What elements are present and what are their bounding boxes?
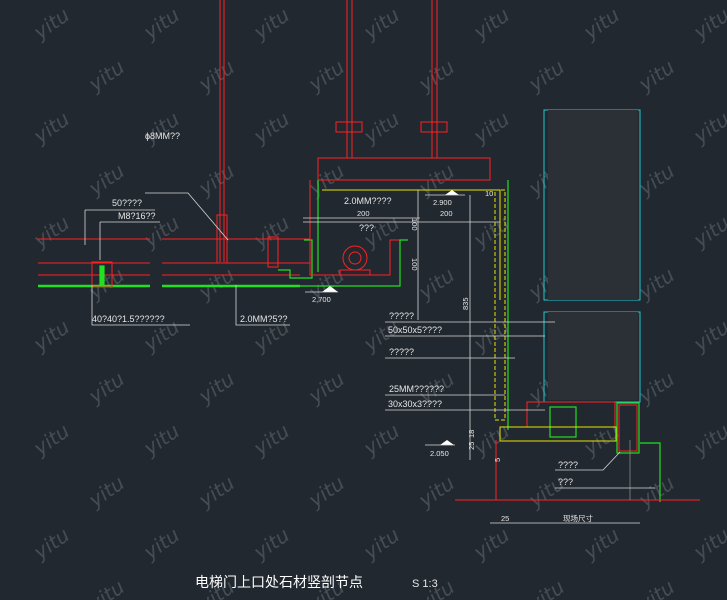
level-2050: 2.050 — [430, 449, 449, 458]
wall-and-stone — [455, 109, 700, 502]
label-motor: ??? — [359, 223, 374, 233]
watermark-text: yitu — [83, 263, 129, 305]
dim-25: 25 — [467, 442, 476, 450]
dim-835: 835 — [461, 297, 470, 310]
label-plate-left: 2.0MM?5?? — [240, 314, 288, 324]
watermark-text: yitu — [193, 55, 239, 97]
watermark-text: yitu — [83, 159, 129, 201]
watermark-text: yitu — [358, 419, 404, 461]
watermark-text: yitu — [28, 3, 74, 45]
watermark-text: yitu — [578, 3, 624, 45]
watermark-text: yitu — [28, 315, 74, 357]
label-plate-top: 2.0MM???? — [344, 196, 392, 206]
watermark-text: yitu — [248, 211, 294, 253]
label-1: ????? — [389, 311, 414, 321]
watermark-text: yitu — [468, 419, 514, 461]
watermark-text: yitu — [28, 107, 74, 149]
watermark-text: yitu — [193, 471, 239, 513]
watermark-text: yitu — [248, 3, 294, 45]
watermark-text: yitu — [688, 3, 727, 45]
watermark-text: yitu — [138, 107, 184, 149]
label-tube: 40?40?1.5?????? — [92, 314, 165, 324]
label-3: ????? — [389, 347, 414, 357]
dim-200b: 200 — [440, 209, 453, 218]
label-7: ??? — [558, 477, 573, 487]
watermark-text: yitu — [248, 523, 294, 565]
watermark-text: yitu — [83, 575, 129, 600]
level-2700: 2.700 — [312, 295, 331, 304]
label-rod: ϕ8MM?? — [145, 131, 180, 141]
watermark-text: yitu — [83, 367, 129, 409]
watermark-text: yitu — [633, 55, 679, 97]
watermark-text: yitu — [688, 315, 727, 357]
watermark-text: yitu — [248, 419, 294, 461]
leader-lines — [84, 190, 655, 524]
watermark-text: yitu — [523, 55, 569, 97]
watermark-text: yitu — [468, 523, 514, 565]
watermark-text: yitu — [633, 471, 679, 513]
watermark-text: yitu — [28, 523, 74, 565]
dim-5: 5 — [493, 458, 502, 462]
watermark-text: yitu — [303, 367, 349, 409]
level-2900: 2.900 — [433, 198, 452, 207]
watermark-text: yitu — [688, 211, 727, 253]
watermark-text: yitu — [413, 471, 459, 513]
dim-200a: 200 — [357, 209, 370, 218]
watermark-text: yitu — [138, 419, 184, 461]
watermark-text: yitu — [688, 419, 727, 461]
watermark-text: yitu — [358, 523, 404, 565]
watermark-text: yitu — [633, 575, 679, 600]
watermark-text: yitu — [468, 3, 514, 45]
watermark-text: yitu — [303, 55, 349, 97]
watermark-text: yitu — [578, 523, 624, 565]
watermark-text: yitu — [83, 471, 129, 513]
watermark-text: yitu — [28, 419, 74, 461]
watermark-text: yitu — [248, 107, 294, 149]
dim-100b: 100 — [410, 258, 419, 271]
drawing-title: 电梯门上口处石材竖剖节点 — [195, 575, 363, 591]
watermark-text: yitu — [303, 471, 349, 513]
watermark-text: yitu — [138, 3, 184, 45]
watermark-text: yitu — [28, 211, 74, 253]
watermark-text: yitu — [83, 55, 129, 97]
watermark-text: yitu — [193, 367, 239, 409]
watermark-text: yitu — [413, 263, 459, 305]
watermark-text: yitu — [468, 211, 514, 253]
watermark-text: yitu — [523, 575, 569, 600]
dim-25b: 25 — [501, 514, 509, 523]
dim-10: 10 — [485, 189, 493, 198]
label-bolt: M8?16?? — [118, 211, 156, 221]
watermark-text: yitu — [688, 523, 727, 565]
watermark-text: yitu — [138, 523, 184, 565]
label-6: ???? — [558, 460, 578, 470]
label-5: 30x30x3???? — [388, 399, 442, 409]
watermark-text: yitu — [358, 107, 404, 149]
label-angle50: 50???? — [112, 198, 142, 208]
watermark-text: yitu — [468, 107, 514, 149]
watermark-text: yitu — [688, 107, 727, 149]
ceiling-structure — [38, 180, 501, 300]
watermark-text: yitu — [358, 3, 404, 45]
dim-18: 18 — [467, 430, 476, 438]
watermark-text: yitu — [193, 263, 239, 305]
drawing-scale: S 1:3 — [412, 578, 438, 590]
watermark-text: yitu — [413, 55, 459, 97]
dim-site-size: 现场尺寸 — [563, 513, 593, 523]
watermark-text: yitu — [193, 159, 239, 201]
label-4: 25MM?????? — [389, 384, 444, 394]
dim-100: 100 — [410, 218, 419, 231]
label-2: 50x50x5???? — [388, 325, 442, 335]
